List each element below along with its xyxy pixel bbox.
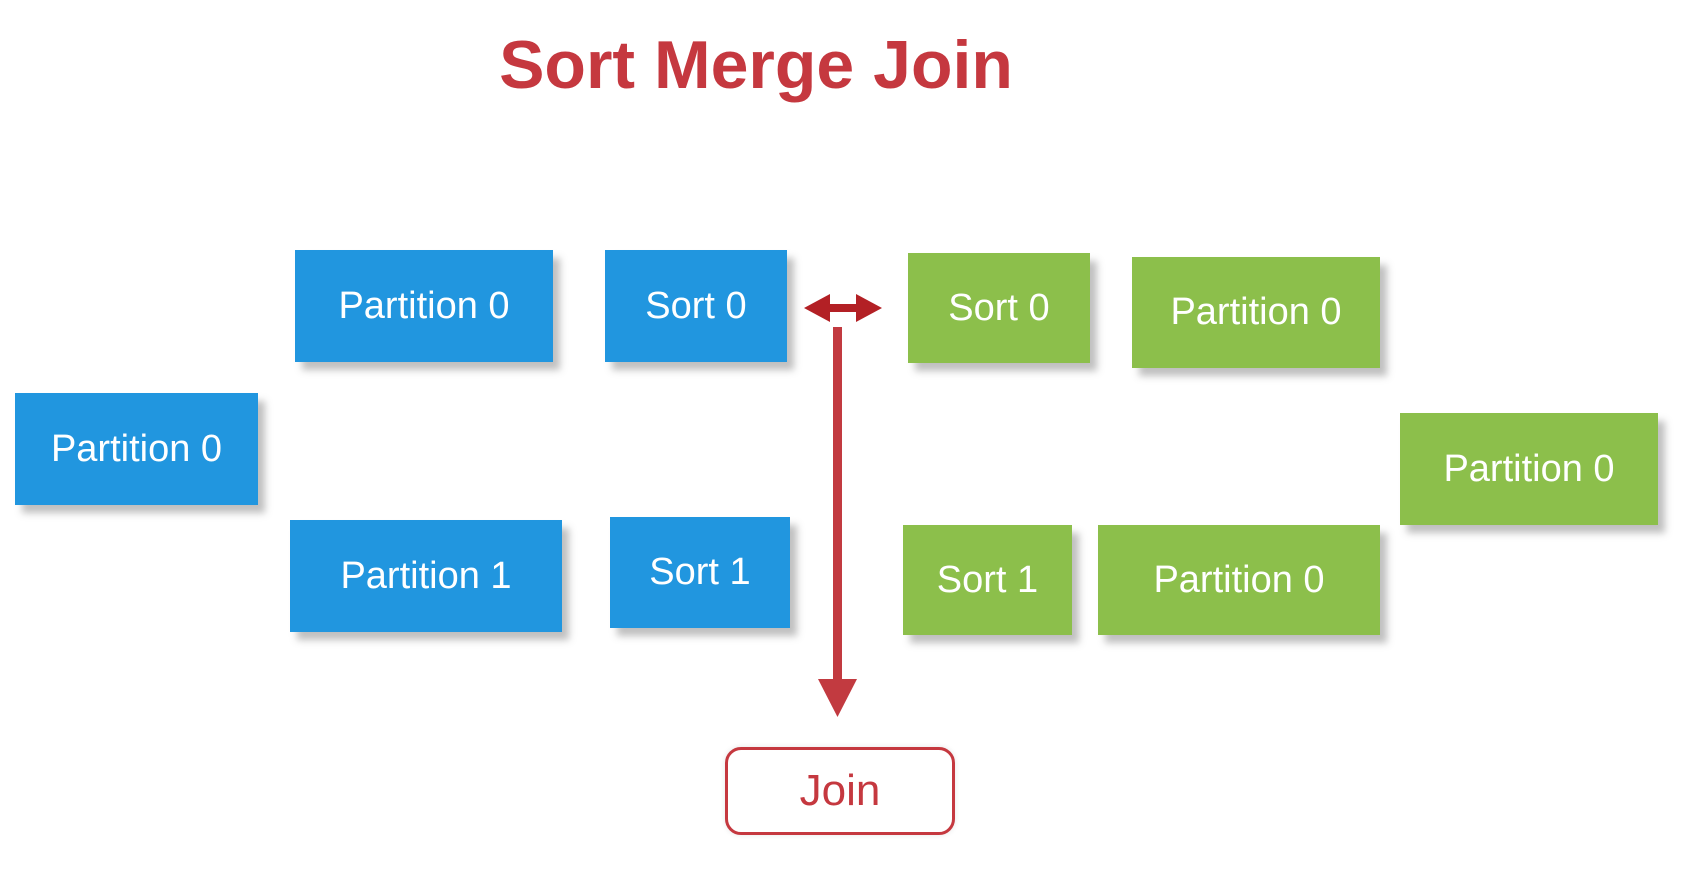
left-partition-0-top-box: Partition 0	[295, 250, 553, 362]
diagram-title: Sort Merge Join	[499, 27, 1013, 103]
left-sort-0-box: Sort 0	[605, 250, 787, 362]
join-down-arrow-icon	[818, 327, 857, 717]
join-node: Join	[725, 747, 955, 835]
left-sort-1-box: Sort 1	[610, 517, 790, 628]
right-partition-0-top-box: Partition 0	[1132, 257, 1380, 368]
right-sort-1-box: Sort 1	[903, 525, 1072, 635]
left-partition-0-middle-box: Partition 0	[15, 393, 258, 505]
right-sort-0-box: Sort 0	[908, 253, 1090, 363]
right-partition-0-middle-box: Partition 0	[1400, 413, 1658, 525]
left-partition-1-box: Partition 1	[290, 520, 562, 632]
exchange-double-arrow-icon	[804, 294, 882, 322]
right-partition-0-bottom-box: Partition 0	[1098, 525, 1380, 635]
